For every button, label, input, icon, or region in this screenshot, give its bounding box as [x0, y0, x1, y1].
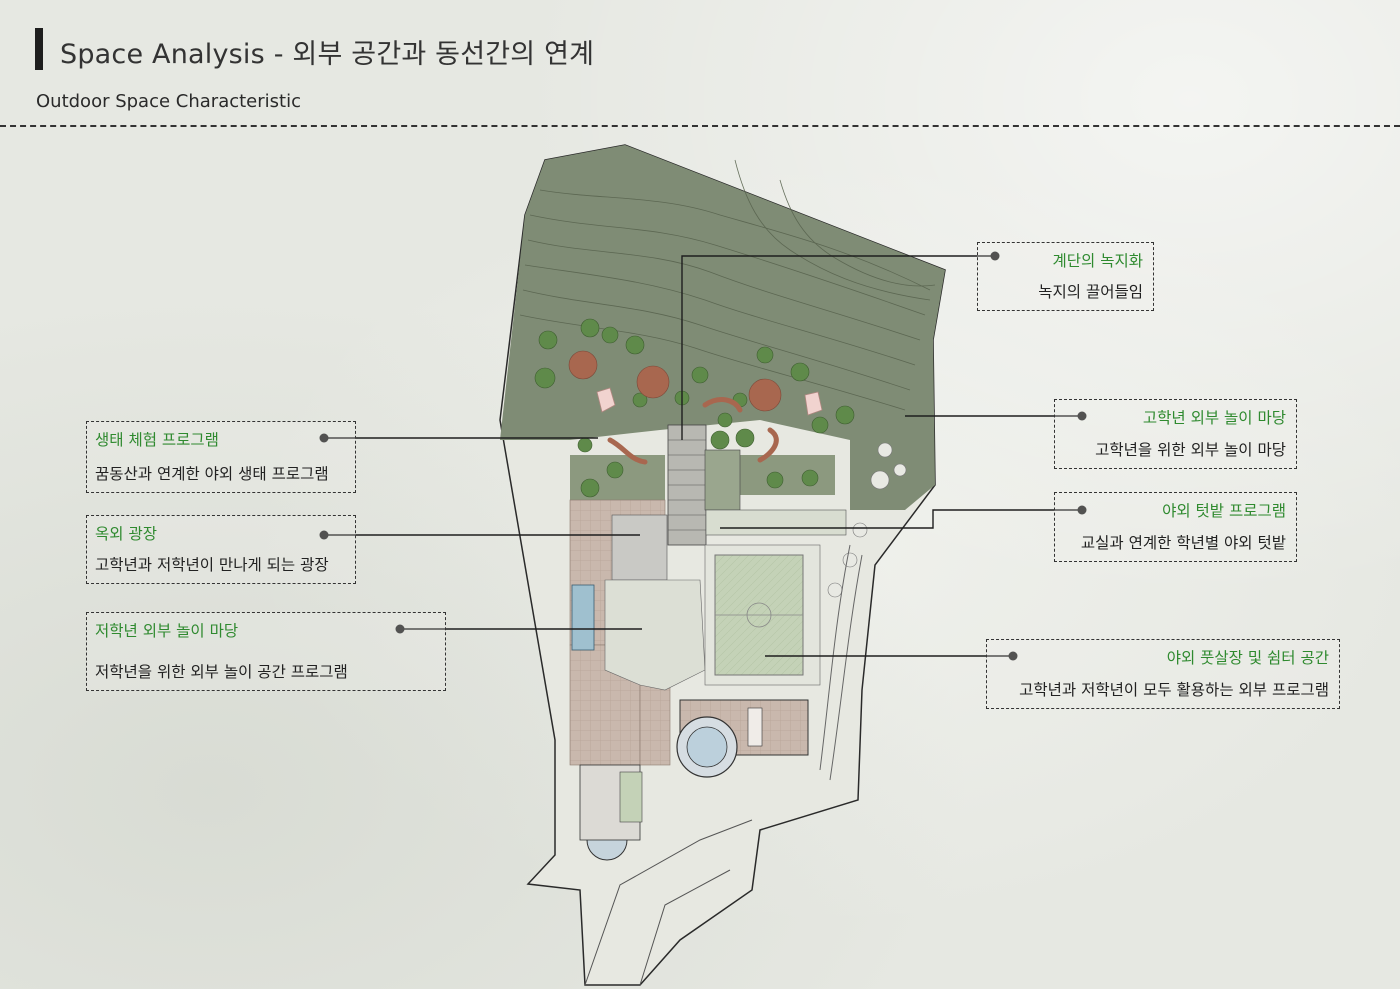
callout-upper-play-yard: 고학년 외부 놀이 마당 고학년을 위한 외부 놀이 마당	[1054, 399, 1297, 469]
curved-benches	[607, 397, 779, 465]
umbrellas	[568, 350, 782, 412]
callout-outdoor-garden: 야외 텃밭 프로그램 교실과 연계한 학년별 야외 텃밭	[1054, 492, 1297, 562]
callout-outdoor-plaza: 옥외 광장 고학년과 저학년이 만나게 되는 광장	[86, 515, 356, 584]
plaza-grid	[611, 514, 668, 581]
lower-play-yard	[604, 579, 706, 691]
callout-description: 고학년을 위한 외부 놀이 마당	[1095, 441, 1286, 459]
callout-description: 고학년과 저학년이 모두 활용하는 외부 프로그램	[1019, 681, 1329, 699]
callout-description: 저학년을 위한 외부 놀이 공간 프로그램	[95, 663, 348, 681]
garden-terrace	[704, 449, 741, 511]
leader-garden	[720, 509, 1082, 529]
play-structures	[596, 387, 823, 416]
callout-eco-program: 생태 체험 프로그램 꿈동산과 연계한 야외 생태 프로그램	[86, 421, 356, 493]
outdoor-garden-strip	[705, 509, 847, 536]
vegetation-strip-right	[740, 455, 835, 495]
callout-title: 야외 풋살장 및 쉼터 공간	[1166, 649, 1329, 667]
page-title: Space Analysis - 외부 공간과 동선간의 연계	[60, 32, 594, 71]
entrance-road	[584, 819, 753, 986]
title-korean: 외부 공간과 동선간의 연계	[292, 39, 595, 70]
hillside-green-area	[500, 145, 945, 510]
callout-description: 꿈동산과 연계한 야외 생태 프로그램	[95, 465, 329, 483]
leader-dots	[319, 251, 1087, 661]
callout-title: 야외 텃밭 프로그램	[1162, 502, 1286, 520]
title-english: Space Analysis	[60, 39, 265, 70]
rotunda-inner	[686, 726, 728, 768]
callout-title: 저학년 외부 놀이 마당	[95, 622, 239, 640]
south-court	[619, 771, 643, 823]
leader-lines	[324, 255, 1082, 657]
contour-lines	[519, 159, 936, 411]
callout-futsal-shelter: 야외 풋살장 및 쉼터 공간 고학년과 저학년이 모두 활용하는 외부 프로그램	[986, 639, 1340, 709]
callout-title: 고학년 외부 놀이 마당	[1142, 409, 1286, 427]
callout-title: 생태 체험 프로그램	[95, 431, 219, 449]
callout-description: 녹지의 끌어들임	[1038, 283, 1143, 301]
east-trees	[827, 442, 907, 598]
callout-title: 옥외 광장	[95, 525, 157, 543]
gym-label-box	[747, 707, 763, 747]
title-accent-bar	[35, 28, 43, 70]
entrance-road-inner	[639, 869, 731, 986]
callout-stairs-greening: 계단의 녹지화 녹지의 끌어들임	[977, 242, 1154, 311]
east-walkway-outer	[829, 554, 863, 781]
callout-lower-play-yard: 저학년 외부 놀이 마당 저학년을 위한 외부 놀이 공간 프로그램	[86, 612, 446, 691]
south-paving	[639, 684, 671, 766]
trees	[534, 318, 855, 498]
futsal-center-circle	[746, 602, 772, 628]
stair-grating	[571, 584, 595, 651]
callout-title: 계단의 녹지화	[1052, 252, 1144, 270]
title-separator: -	[264, 39, 293, 70]
callout-description: 교실과 연계한 학년별 야외 텃밭	[1080, 534, 1286, 552]
leader-stairs	[681, 255, 995, 440]
stair-lines	[668, 439, 706, 531]
page-subtitle: Outdoor Space Characteristic	[36, 91, 301, 112]
header-divider	[0, 125, 1400, 127]
callout-description: 고학년과 저학년이 만나게 되는 광장	[95, 556, 329, 574]
